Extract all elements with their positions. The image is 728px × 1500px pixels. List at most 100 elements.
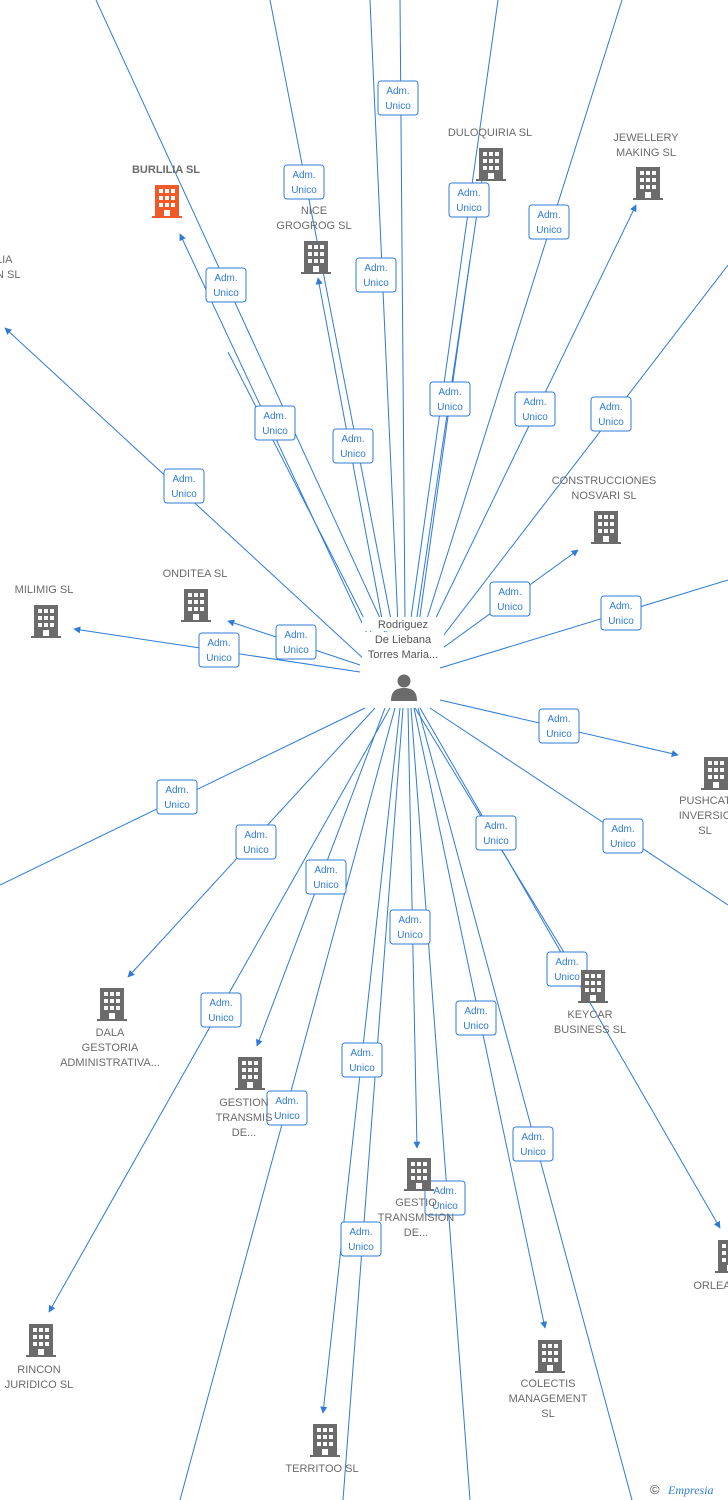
role-label[interactable]: Adm.Unico (235, 824, 277, 860)
role-label[interactable]: Adm.Unico (600, 595, 642, 631)
role-label[interactable]: Adm.Unico (429, 381, 471, 417)
role-label[interactable]: Adm.Unico (475, 815, 517, 851)
role-label-text: Unico (546, 729, 572, 740)
role-label[interactable]: Adm.Unico (512, 1126, 554, 1162)
role-label[interactable]: Adm.Unico (266, 1090, 308, 1126)
building-icon (591, 511, 621, 544)
role-label-text: Unico (340, 449, 366, 460)
company-name: N SL (0, 269, 20, 281)
role-label-box (538, 708, 580, 744)
role-label-text: Adm. (457, 188, 480, 199)
role-label[interactable]: Adm.Unico (254, 405, 296, 441)
role-label[interactable]: Adm.Unico (590, 396, 632, 432)
relation-edge (429, 707, 728, 906)
role-label-text: Unico (437, 402, 463, 413)
role-label-text: Adm. (244, 830, 267, 841)
role-label[interactable]: Adm.Unico (455, 1000, 497, 1036)
role-label-box (341, 1042, 383, 1078)
role-label[interactable]: Adm.Unico (489, 581, 531, 617)
role-label-box (283, 164, 325, 200)
role-label[interactable]: Adm.Unico (341, 1042, 383, 1078)
company-node-orlea[interactable]: ORLEA (693, 1240, 728, 1292)
role-label-text: Adm. (350, 1048, 373, 1059)
role-label-box (528, 204, 570, 240)
role-label[interactable]: Adm.Unico (275, 624, 317, 660)
role-label-text: Adm. (498, 587, 521, 598)
role-label[interactable]: Adm.Unico (377, 80, 419, 116)
role-label-text: Adm. (341, 434, 364, 445)
company-name: COLECTIS (520, 1378, 575, 1390)
relation-edge (439, 264, 728, 641)
role-label[interactable]: Adm.Unico (355, 257, 397, 293)
building-icon (535, 1340, 565, 1373)
role-label-text: Unico (348, 1242, 374, 1253)
company-name: BURLILIA SL (132, 164, 200, 176)
brand-logo-text: Empresia (667, 1483, 714, 1497)
company-name: MANAGEMENT (509, 1393, 588, 1405)
role-label-box (514, 391, 556, 427)
building-icon (310, 1424, 340, 1457)
relation-edge (409, 0, 499, 626)
role-label[interactable]: Adm.Unico (538, 708, 580, 744)
role-label[interactable]: Adm.Unico (198, 632, 240, 668)
company-name: LIA (0, 254, 13, 266)
role-label[interactable]: Adm.Unico (163, 468, 205, 504)
role-label-text: Adm. (165, 785, 188, 796)
company-node-lia[interactable]: LIA N SL (0, 254, 20, 281)
company-node-burlilia[interactable]: BURLILIA SL (132, 164, 200, 218)
role-label[interactable]: Adm. Unico (283, 164, 325, 200)
role-label-text: Unico (164, 800, 190, 811)
role-label-text: Unico (397, 930, 423, 941)
role-label-text: Adm. (599, 402, 622, 413)
company-node-gestion1[interactable]: GESTIONTRANSMISDE... (216, 1057, 273, 1139)
role-label[interactable]: Adm.Unico (546, 951, 588, 987)
company-name: TERRITOO SL (285, 1463, 358, 1475)
role-label[interactable]: Adm. Unico (156, 779, 198, 815)
building-icon (152, 185, 182, 218)
company-name: ADMINISTRATIVA... (60, 1057, 160, 1069)
center-person-name: De Liebana (375, 634, 432, 646)
role-label-text: Unico (291, 185, 317, 196)
relation-edge (95, 0, 391, 641)
role-label[interactable]: Adm.Unico (305, 859, 347, 895)
role-label-box (600, 595, 642, 631)
role-label-text: Adm. (398, 915, 421, 926)
role-label[interactable]: Adm.Unico (514, 391, 556, 427)
building-icon (181, 589, 211, 622)
role-label-box (163, 468, 205, 504)
building-icon (301, 241, 331, 274)
role-label[interactable]: Adm.Unico (205, 267, 247, 303)
relation-edge (269, 0, 394, 631)
company-node-onditea[interactable]: ONDITEA SL (163, 568, 228, 622)
building-icon (404, 1158, 434, 1191)
role-label[interactable]: Adm. Unico (389, 909, 431, 945)
role-label[interactable]: Adm. Unico (332, 428, 374, 464)
role-label[interactable]: Adm.Unico (340, 1221, 382, 1257)
role-label-text: Adm. (292, 170, 315, 181)
role-label-box (455, 1000, 497, 1036)
role-label-box (389, 909, 431, 945)
role-label[interactable]: Adm.Unico (200, 992, 242, 1028)
role-label[interactable]: Adm.Unico (448, 182, 490, 218)
company-node-territoo[interactable]: TERRITOO SL (285, 1424, 359, 1475)
role-label-box (355, 257, 397, 293)
role-label[interactable]: Adm.Unico (602, 818, 644, 854)
role-label-text: Adm. (275, 1096, 298, 1107)
role-label-text: Unico (283, 645, 309, 656)
company-node-dala[interactable]: DALAGESTORIAADMINISTRATIVA... (60, 988, 160, 1069)
company-name: TRANSMISION (378, 1212, 454, 1224)
role-label[interactable]: Adm.Unico (424, 1180, 466, 1216)
company-node-milimig[interactable]: MILIMIG SL (15, 584, 74, 638)
company-name: NOSVARI SL (571, 490, 636, 502)
role-label[interactable]: Adm.Unico (528, 204, 570, 240)
company-node-duloquiria[interactable]: DULOQUIRIA SL (448, 127, 532, 181)
company-node-gestion2[interactable]: GESTIOTRANSMISIONDE... (378, 1158, 454, 1239)
